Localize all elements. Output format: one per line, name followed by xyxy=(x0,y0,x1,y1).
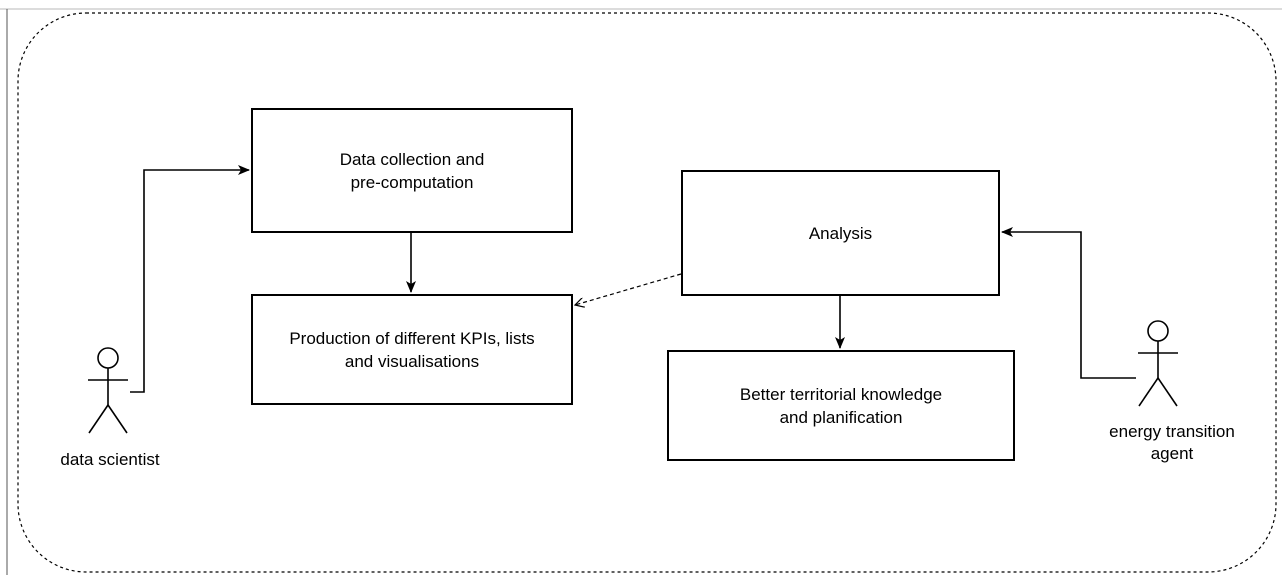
data-scientist-label: data scientist xyxy=(60,450,160,469)
better-knowledge-label: Better territorial knowledge and planifi… xyxy=(739,384,943,427)
data-collection-label: Data collection and pre-computation xyxy=(339,149,485,192)
energy-agent-actor-icon xyxy=(1138,320,1178,407)
production-box: Production of different KPIs, lists and … xyxy=(251,294,573,405)
data-scientist-actor-icon xyxy=(88,347,128,434)
data-collection-box: Data collection and pre-computation xyxy=(251,108,573,233)
system-boundary xyxy=(17,12,1277,573)
connector-agent-to-analysis xyxy=(1001,227,1136,379)
energy-agent-label: energy transition agent xyxy=(1109,422,1235,463)
connector-analysis-to-production xyxy=(575,273,682,305)
analysis-box: Analysis xyxy=(681,170,1000,296)
production-label: Production of different KPIs, lists and … xyxy=(289,328,535,371)
better-knowledge-box: Better territorial knowledge and planifi… xyxy=(667,350,1015,461)
connector-scientist-to-collection xyxy=(130,165,250,393)
analysis-label: Analysis xyxy=(808,223,873,243)
